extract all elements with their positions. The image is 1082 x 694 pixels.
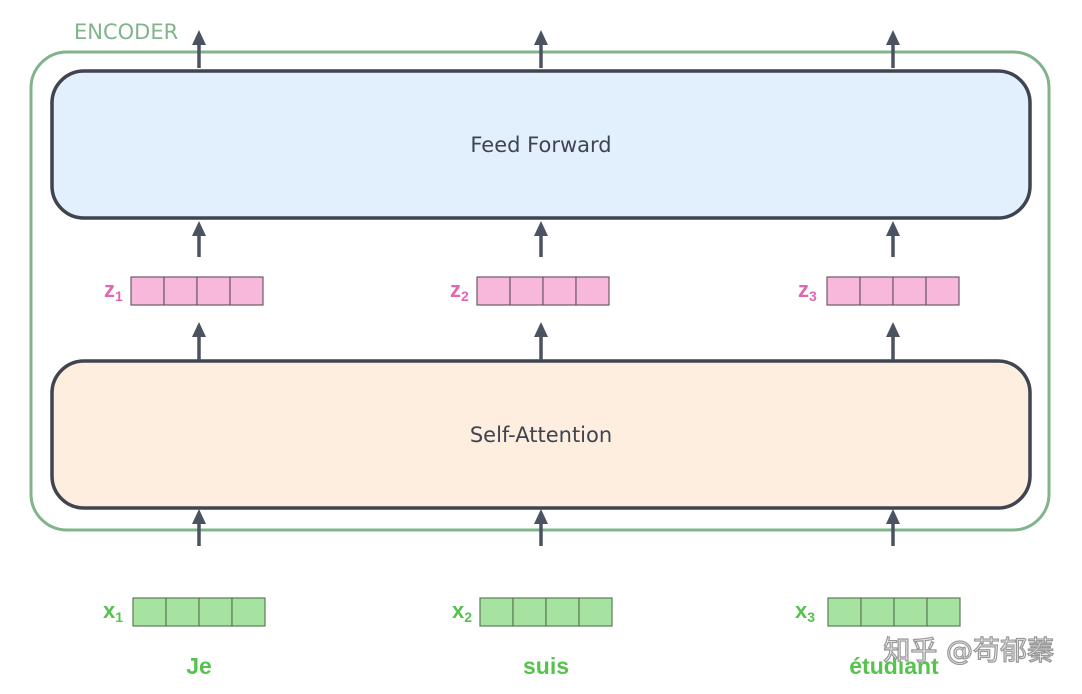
x3-vector [827, 597, 961, 627]
z3-vector [826, 276, 960, 306]
arrows [192, 30, 900, 546]
z1-vector-cell-1 [130, 276, 165, 306]
z2-vector-cell-4 [575, 276, 610, 306]
z1-label: z1 [104, 277, 123, 304]
word-3: étudiant [849, 653, 939, 679]
z2-vector [476, 276, 610, 306]
x1-label: x1 [103, 598, 123, 625]
z3-vector-cell-1 [826, 276, 861, 306]
z1-vector [130, 276, 264, 306]
z1-vector-cell-3 [196, 276, 231, 306]
arrow-sa-output-1 [192, 322, 206, 360]
column-3: z3 x3 étudiant [795, 276, 961, 679]
arrow-output-1 [192, 30, 206, 68]
arrow-head [192, 322, 206, 337]
arrow-output-3 [886, 30, 900, 68]
z1-subscript: 1 [115, 288, 123, 304]
arrow-ff-input-3 [886, 221, 900, 257]
x3-vector-cell-3 [893, 597, 928, 627]
z3-base: z [798, 277, 809, 302]
arrow-output-2 [534, 30, 548, 68]
arrow-head [534, 221, 548, 236]
arrow-head [886, 30, 900, 45]
x2-label: x2 [452, 598, 472, 625]
z2-vector-cell-3 [542, 276, 577, 306]
x1-vector-cell-1 [132, 597, 167, 627]
x2-vector-cell-2 [512, 597, 547, 627]
x3-vector-cell-4 [926, 597, 961, 627]
column-1: z1 x1 Je [103, 276, 266, 679]
z3-subscript: 3 [809, 288, 817, 304]
feed-forward-label: Feed Forward [470, 133, 611, 157]
x1-base: x [103, 598, 116, 623]
watermark: 知乎 @苟郁蓁 [883, 636, 1054, 667]
z2-vector-cell-1 [476, 276, 511, 306]
word-1: Je [186, 653, 212, 679]
arrow-sa-output-2 [534, 322, 548, 360]
arrow-head [192, 509, 206, 524]
arrow-sa-input-3 [886, 509, 900, 546]
encoder-label: ENCODER [74, 20, 178, 44]
z2-label: z2 [450, 277, 469, 304]
x2-vector-cell-1 [479, 597, 514, 627]
x1-vector [132, 597, 266, 627]
arrow-head [192, 221, 206, 236]
self-attention-label: Self-Attention [470, 423, 612, 447]
x1-vector-cell-4 [231, 597, 266, 627]
x2-vector [479, 597, 613, 627]
arrow-head [886, 322, 900, 337]
arrow-ff-input-1 [192, 221, 206, 257]
z2-subscript: 2 [461, 288, 469, 304]
z3-vector-cell-2 [859, 276, 894, 306]
arrow-head [534, 509, 548, 524]
x2-subscript: 2 [464, 609, 472, 625]
x1-vector-cell-3 [198, 597, 233, 627]
arrow-head [192, 30, 206, 45]
z1-vector-cell-2 [163, 276, 198, 306]
arrow-ff-input-2 [534, 221, 548, 257]
arrow-head [534, 322, 548, 337]
x3-vector-cell-1 [827, 597, 862, 627]
x2-base: x [452, 598, 465, 623]
x2-vector-cell-4 [578, 597, 613, 627]
arrow-sa-input-2 [534, 509, 548, 546]
x2-vector-cell-3 [545, 597, 580, 627]
feed-forward-box [50, 69, 1032, 220]
arrow-sa-input-1 [192, 509, 206, 546]
column-2: z2 x2 suis [450, 276, 613, 679]
x3-subscript: 3 [807, 609, 815, 625]
x1-vector-cell-2 [165, 597, 200, 627]
z2-vector-cell-2 [509, 276, 544, 306]
x3-label: x3 [795, 598, 815, 625]
x1-subscript: 1 [115, 609, 123, 625]
arrow-sa-output-3 [886, 322, 900, 360]
x3-vector-cell-2 [860, 597, 895, 627]
z1-vector-cell-4 [229, 276, 264, 306]
arrow-head [886, 221, 900, 236]
z3-label: z3 [798, 277, 817, 304]
x3-base: x [795, 598, 808, 623]
z1-base: z [104, 277, 115, 302]
arrow-head [534, 30, 548, 45]
self-attention-box [50, 359, 1032, 510]
word-2: suis [523, 653, 569, 679]
z2-base: z [450, 277, 461, 302]
z3-vector-cell-3 [892, 276, 927, 306]
arrow-head [886, 509, 900, 524]
z3-vector-cell-4 [925, 276, 960, 306]
